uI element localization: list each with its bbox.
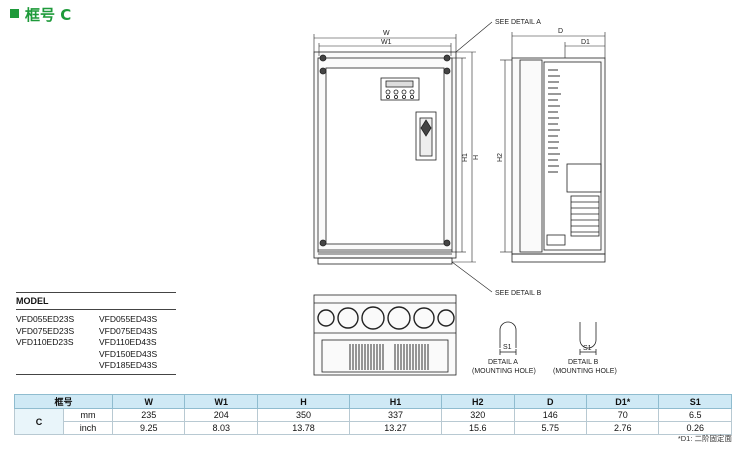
value-cell: 2.76 (585, 421, 660, 435)
value-cell: 13.27 (348, 421, 443, 435)
dimension-table: 框号 W W1 H H1 H2 D D1* S1 C mm 235 204 35… (14, 394, 732, 435)
header-d: D (513, 394, 588, 409)
model-item: VFD075ED43S (99, 325, 158, 336)
detail-b-s1-label: S1 (583, 345, 592, 352)
bullet-square-icon (10, 9, 19, 18)
detail-b-mounting-label: (MOUNTING HOLE) (553, 368, 617, 375)
detail-a-mounting-label: (MOUNTING HOLE) (472, 368, 536, 375)
value-cell: 70 (585, 408, 660, 422)
value-cell: 15.6 (441, 421, 515, 435)
unit-cell: inch (63, 421, 113, 435)
bottom-view (313, 294, 457, 376)
model-list: MODEL VFD055ED23S VFD055ED43S VFD075ED23… (16, 292, 176, 375)
table-row: C mm 235 204 350 337 320 146 70 6.5 (14, 408, 732, 435)
value-cell: 13.78 (256, 421, 351, 435)
value-cell: 5.75 (513, 421, 588, 435)
front-view (313, 51, 457, 265)
model-item: VFD110ED43S (99, 337, 157, 347)
table-row: inch 9.25 8.03 13.78 13.27 15.6 5.75 2.7… (15, 421, 732, 435)
dim-h2-label: H2 (497, 153, 504, 162)
model-header: MODEL (16, 292, 176, 310)
detail-b-label: DETAIL B (568, 359, 599, 366)
footnote: *D1: 二阶固定面 (677, 434, 732, 443)
frame-cell: C (14, 408, 64, 435)
header-w1: W1 (184, 394, 258, 409)
model-item: VFD150ED43S (99, 348, 158, 359)
value-cell: 146 (513, 408, 588, 422)
dim-h-label: H (473, 155, 480, 160)
frame-title: 框号 C (10, 4, 71, 25)
value-cell: 9.25 (111, 421, 186, 435)
header-h1: H1 (348, 394, 443, 409)
model-item: VFD110ED23S (16, 337, 74, 347)
value-cell: 204 (184, 408, 258, 422)
detail-a-label: DETAIL A (488, 359, 518, 366)
frame-title-text: 框号 C (25, 6, 72, 24)
header-frame: 框号 (14, 394, 113, 409)
detail-a-drawing (499, 321, 517, 355)
header-d1: D1* (585, 394, 660, 409)
model-grid: VFD055ED23S VFD055ED43S VFD075ED23S VFD0… (16, 310, 176, 375)
header-s1: S1 (658, 394, 732, 409)
side-view (511, 57, 606, 263)
value-cell: 235 (111, 408, 186, 422)
dim-w-label: W (383, 30, 390, 37)
dim-w1-label: W1 (381, 39, 392, 46)
header-h: H (256, 394, 351, 409)
model-item: VFD055ED43S (99, 314, 158, 324)
model-item: VFD185ED43S (99, 360, 158, 370)
see-detail-a-label: SEE DETAIL A (495, 19, 541, 26)
model-item: VFD075ED23S (16, 325, 75, 336)
see-detail-b-label: SEE DETAIL B (495, 290, 542, 297)
value-cell: 8.03 (184, 421, 258, 435)
table-header-row: 框号 W W1 H H1 H2 D D1* S1 (14, 394, 732, 409)
unit-cell: mm (63, 408, 113, 422)
detail-a-s1-label: S1 (503, 344, 512, 351)
dim-d1-label: D1 (581, 39, 590, 46)
value-cell: 350 (256, 408, 351, 422)
dim-d-label: D (558, 28, 563, 35)
detail-b-drawing (579, 322, 597, 355)
header-h2: H2 (441, 394, 515, 409)
value-cell: 337 (348, 408, 443, 422)
model-item: VFD055ED23S (16, 314, 75, 324)
header-w: W (111, 394, 186, 409)
value-cell: 0.26 (658, 421, 732, 435)
dim-h1-label: H1 (462, 153, 469, 162)
value-cell: 320 (441, 408, 515, 422)
value-cell: 6.5 (658, 408, 732, 422)
